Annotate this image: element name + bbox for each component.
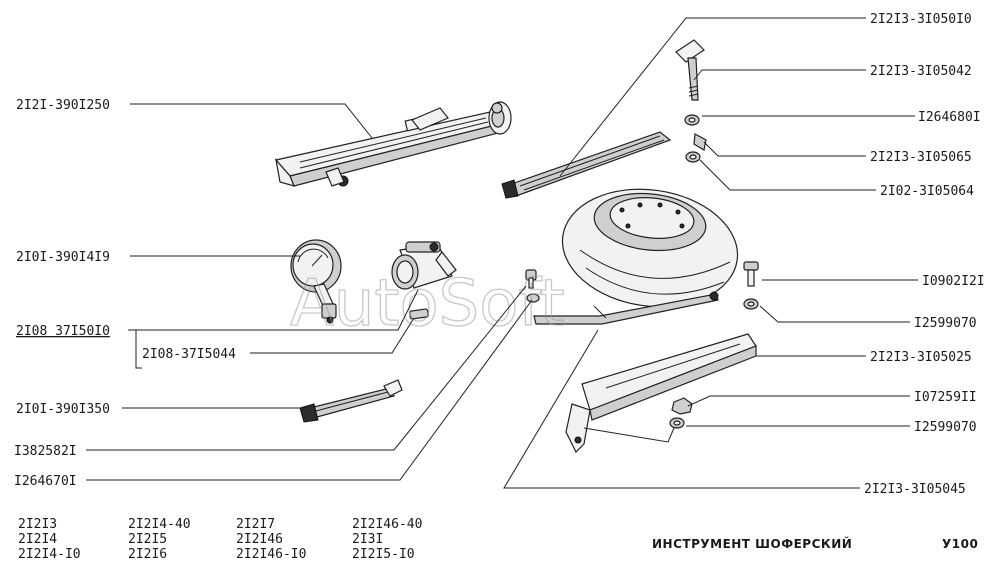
bracket-bolt-drawing xyxy=(743,261,759,310)
page-code: У100 xyxy=(942,537,978,551)
small-bolt-drawing xyxy=(525,269,540,303)
callout-wing-nut: 2I2I3-3I05065 xyxy=(870,150,972,165)
model-item: 2I2I5 xyxy=(128,532,167,547)
pump-drawing xyxy=(299,379,403,423)
model-item: 2I2I6 xyxy=(128,547,167,562)
callout-washer-top: I264680I xyxy=(918,110,981,125)
model-item: 2I3I xyxy=(352,532,383,547)
callout-lamp-socket: 2I08-37I5044 xyxy=(142,347,236,362)
callout-small-washer: I264670I xyxy=(14,474,77,489)
model-item: 2I2I4-I0 xyxy=(18,547,81,562)
callout-lamp-assembly: 2I08 37I50I0 xyxy=(16,324,110,339)
model-item: 2I2I46 xyxy=(236,532,283,547)
model-item: 2I2I46-I0 xyxy=(236,547,306,562)
watermark: AutoSoft xyxy=(290,267,565,341)
callout-bracket-nut: I07259II xyxy=(914,390,977,405)
small-hardware-drawing xyxy=(684,114,707,163)
callout-jack: 2I2I-390I250 xyxy=(16,98,110,113)
model-item: 2I2I46-40 xyxy=(352,517,422,532)
lamp-drawing xyxy=(391,241,457,320)
model-item: 2I2I5-I0 xyxy=(352,547,415,562)
callout-strap: 2I2I3-3I050I0 xyxy=(870,12,972,27)
callout-tire-washer: 2I02-3I05064 xyxy=(880,184,974,199)
model-item: 2I2I7 xyxy=(236,517,275,532)
callout-pressure-gauge: 2I0I-390I4I9 xyxy=(16,250,110,265)
diagram-title: ИНСТРУМЕНТ ШОФЕРСКИЙ xyxy=(652,536,852,551)
callout-hold-down-bolt: 2I2I3-3I05042 xyxy=(870,64,972,79)
callout-bracket-washer: I2599070 xyxy=(914,316,977,331)
callout-support-rod: 2I2I3-3I05045 xyxy=(864,482,966,497)
callout-nut-washer: I2599070 xyxy=(914,420,977,435)
model-item: 2I2I4-40 xyxy=(128,517,191,532)
model-list: 2I2I3 2I2I4 2I2I4-I0 2I2I4-40 2I2I5 2I2I… xyxy=(18,517,422,562)
spare-strap-drawing xyxy=(501,131,672,199)
support-rod-drawing xyxy=(533,291,719,325)
callout-pump: 2I0I-390I350 xyxy=(16,402,110,417)
callout-labels: 2I2I-390I250 2I0I-390I4I9 2I08 37I50I0 2… xyxy=(14,12,985,497)
hold-down-bolt-drawing xyxy=(675,39,705,101)
leader-lines xyxy=(86,17,918,489)
bracket-nut-drawing xyxy=(669,397,693,429)
callout-bracket: 2I2I3-3I05025 xyxy=(870,350,972,365)
callout-bracket-bolt: I0902I2I xyxy=(922,274,985,289)
model-item: 2I2I3 xyxy=(18,517,57,532)
pressure-gauge-drawing xyxy=(290,239,342,324)
bracket-drawing xyxy=(565,333,757,454)
spare-tire-drawing xyxy=(561,188,739,308)
callout-small-bolt: I382582I xyxy=(14,444,77,459)
jack-drawing xyxy=(274,101,512,187)
model-item: 2I2I4 xyxy=(18,532,57,547)
